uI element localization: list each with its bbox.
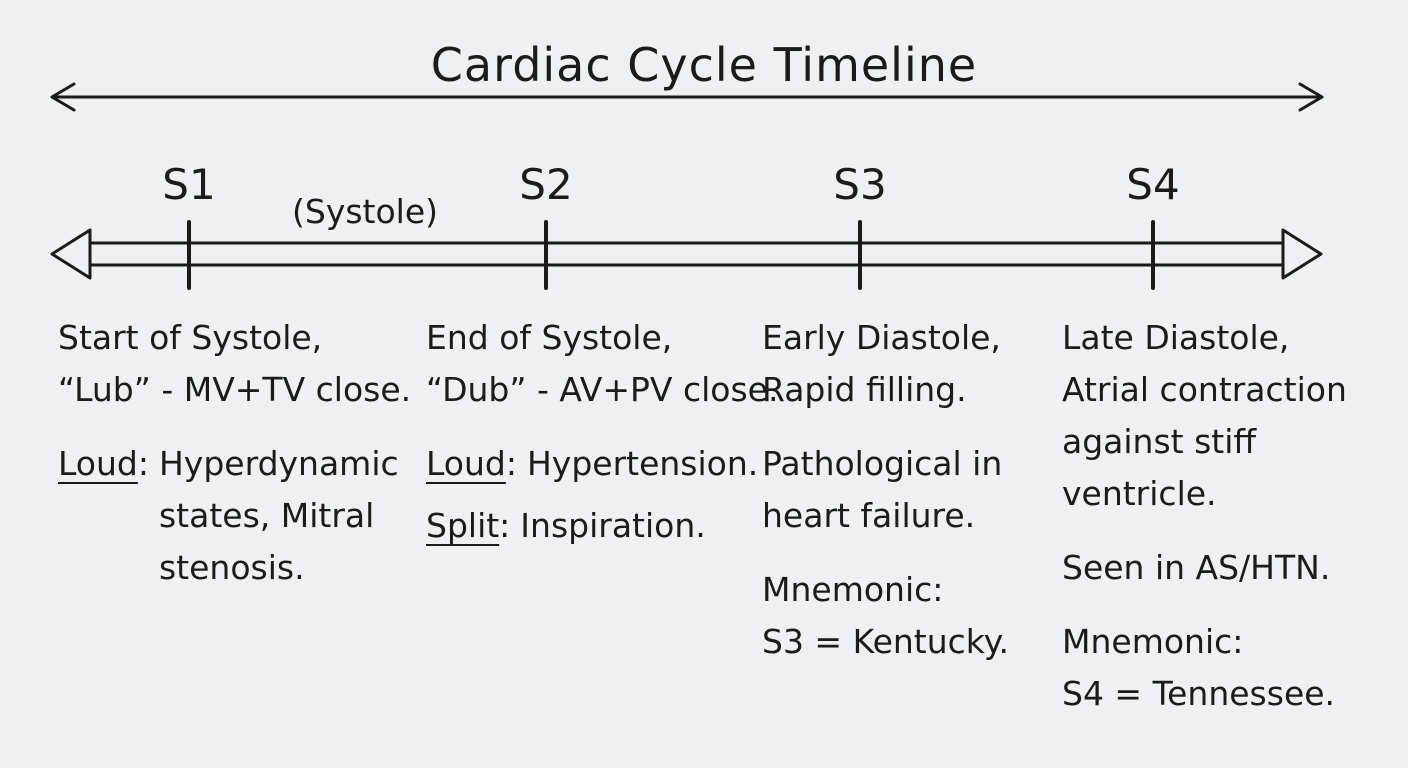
s4-mnemonic-text: S4 = Tennessee. [1062,674,1336,713]
s3-mnemonic-text: S3 = Kentucky. [762,622,1010,661]
note-line: Hyperdynamic [158,444,399,483]
s2-loud-text: Hypertension. [526,444,759,483]
separator: : [137,444,149,483]
s3-description-line: Early Diastole, [762,318,1001,357]
s4-notes: Late Diastole, Atrial contraction agains… [1062,312,1347,742]
s2-split-term: Split [426,506,500,545]
separator: : [499,506,511,545]
diagram-title: Cardiac Cycle Timeline [430,38,978,92]
s4-mnemonic: Mnemonic: S4 = Tennessee. [1062,616,1347,720]
s3-pathology-line: Pathological in [762,444,1003,483]
s4-seen-in: Seen in AS/HTN. [1062,548,1331,587]
s2-loud-note: Loud: Hypertension. [426,438,778,490]
s1-description-line: Start of Systole, [58,318,323,357]
label-s3: S3 [833,160,887,209]
systole-phase-label: (Systole) [292,192,439,231]
s3-mnemonic-label: Mnemonic: [762,570,944,609]
s3-pathology: Pathological in heart failure. [762,438,1009,542]
label-s2: S2 [519,160,573,209]
right-arrowhead [1281,228,1323,280]
s4-description-line: ventricle. [1062,474,1217,513]
s2-split-note: Split: Inspiration. [426,500,778,552]
note-line: states, Mitral [158,496,375,535]
note-line: stenosis. [158,548,305,587]
s3-description: Early Diastole, Rapid filling. [762,312,1009,416]
event-ticks [187,220,1155,290]
s2-split-text: Inspiration. [520,506,706,545]
s3-pathology-line: heart failure. [762,496,976,535]
s1-notes: Start of Systole, “Lub” - MV+TV close. L… [58,312,411,616]
s4-description: Late Diastole, Atrial contraction agains… [1062,312,1347,520]
s3-description-line: Rapid filling. [762,370,967,409]
label-s1: S1 [162,160,216,209]
s4-description-line: Atrial contraction [1062,370,1347,409]
s4-mnemonic-label: Mnemonic: [1062,622,1244,661]
timeline-axis [50,228,1323,280]
s1-description-line: “Lub” - MV+TV close. [58,370,412,409]
s2-notes: End of Systole, “Dub” - AV+PV close. Lou… [426,312,778,552]
s2-loud-term: Loud [426,444,506,483]
s2-description: End of Systole, “Dub” - AV+PV close. [426,312,778,416]
s3-mnemonic: Mnemonic: S3 = Kentucky. [762,564,1009,668]
title-arrow [50,82,1324,112]
s1-description: Start of Systole, “Lub” - MV+TV close. [58,312,411,416]
separator: : [505,444,517,483]
s3-notes: Early Diastole, Rapid filling. Pathologi… [762,312,1009,690]
s1-loud-note: Loud: Hyperdynamic states, Mitral stenos… [58,438,411,594]
s2-description-line: End of Systole, [426,318,673,357]
s1-loud-text: Hyperdynamic states, Mitral stenosis. [159,438,399,594]
s4-description-line: against stiff [1062,422,1257,461]
label-s4: S4 [1126,160,1180,209]
left-arrowhead [50,228,92,280]
s4-description-line: Late Diastole, [1062,318,1290,357]
s1-loud-term: Loud [58,444,138,483]
s2-description-line: “Dub” - AV+PV close. [426,370,779,409]
